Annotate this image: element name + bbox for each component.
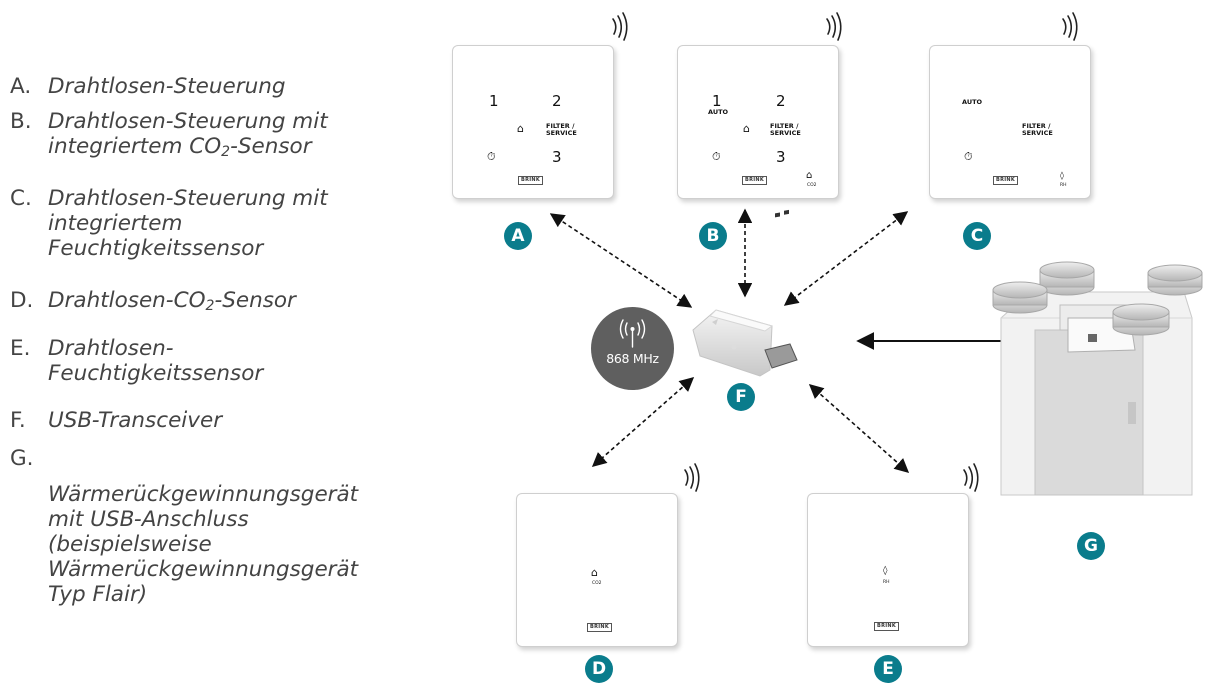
link-a-f: [549, 213, 693, 308]
badge-f: F: [727, 383, 755, 411]
co2-sensor-icon: ⌂: [806, 170, 813, 181]
frequency-label: 868 MHz: [606, 351, 659, 366]
button-2-label: 2: [776, 92, 786, 110]
button-1-label: 1: [489, 92, 499, 110]
legend-letter: G.: [10, 446, 34, 471]
badge-c: C: [963, 222, 991, 250]
legend-letter: B.: [10, 109, 32, 134]
legend-item-e: E. Drahtlosen-Feuchtigkeitssensor: [10, 336, 288, 386]
button-1-label: 1: [712, 92, 722, 110]
legend-text: USB-Transceiver: [48, 408, 223, 433]
humidity-sensor-label: RH: [883, 580, 890, 585]
wireless-co2-sensor-d: ⌂ CO2 BRINK: [516, 493, 678, 647]
co2-sensor-icon: ⌂: [591, 566, 598, 579]
away-icon: ⌂: [517, 122, 524, 135]
legend-letter: F.: [10, 408, 26, 433]
badge-g: G: [1077, 532, 1105, 560]
badge-b: B: [699, 222, 727, 250]
usb-transceiver-image: [692, 209, 798, 377]
wifi-signal-icons: [612, 12, 1078, 492]
subscript: 2: [205, 298, 215, 314]
legend-letter: D.: [10, 288, 34, 313]
wifi-icon: [684, 463, 700, 492]
badge-a: A: [504, 222, 532, 250]
co2-sensor-label: CO2: [592, 581, 602, 586]
legend-text-part: -Sensor: [214, 288, 296, 313]
away-icon: ⌂: [743, 122, 750, 135]
filter-label: FILTER /: [546, 122, 575, 130]
legend-text: Drahtlosen-Steuerung: [48, 74, 286, 99]
button-3-label: 3: [776, 148, 786, 166]
wifi-icon: [826, 12, 842, 41]
heat-recovery-unit-image: [992, 261, 1203, 496]
link-f-d: [591, 377, 695, 467]
legend-text-part: -Sensor: [230, 134, 312, 159]
service-label: SERVICE: [546, 129, 577, 137]
subscript: 2: [221, 144, 231, 160]
legend-item-c: C. Drahtlosen-Steuerung mit integriertem…: [10, 186, 348, 261]
legend-text: Drahtlosen-Feuchtigkeitssensor: [48, 336, 264, 386]
brink-logo: BRINK: [587, 623, 613, 632]
auto-label: AUTO: [962, 98, 983, 106]
brink-logo: BRINK: [518, 176, 544, 185]
antenna-icon: [619, 319, 646, 348]
filter-label: FILTER /: [1022, 122, 1051, 130]
legend-letter: C.: [10, 186, 32, 211]
legend-item-g-text: Wärmerückgewinnungsgerät mit USB-Anschlu…: [48, 482, 393, 607]
badge-e: E: [874, 655, 902, 683]
timer-icon: ⏱: [487, 150, 496, 163]
brink-logo: BRINK: [742, 176, 768, 185]
wireless-control-panel-a: 1 2 3 ⌂ ⏱ FILTER / SERVICE BRINK: [452, 45, 614, 199]
legend-item-g: G.: [10, 446, 48, 471]
timer-icon: ⏱: [964, 150, 973, 163]
humidity-sensor-label: RH: [1060, 183, 1067, 188]
wifi-icon: [963, 463, 979, 492]
auto-label: AUTO: [708, 108, 729, 116]
legend-text-part: Drahtlosen-Steuerung mit integriertem CO: [48, 109, 328, 159]
wifi-icon: [1062, 12, 1078, 41]
link-f-e: [808, 384, 910, 473]
humidity-sensor-icon: ◊: [883, 566, 888, 576]
wireless-control-panel-b: 1 AUTO 2 3 ⌂ ⏱ FILTER / SERVICE BRINK ⌂ …: [677, 45, 839, 199]
frequency-indicator: 868 MHz: [591, 307, 674, 390]
co2-sensor-label: CO2: [807, 183, 817, 188]
wireless-humidity-sensor-e: ◊ RH BRINK: [807, 493, 969, 647]
link-c-f: [783, 211, 909, 306]
service-label: SERVICE: [770, 129, 801, 137]
badge-d: D: [585, 655, 613, 683]
legend-text: Drahtlosen-Steuerung mit integriertem Fe…: [48, 186, 328, 261]
button-3-label: 3: [552, 148, 562, 166]
wireless-links: [549, 208, 910, 473]
legend-item-d: D. Drahtlosen-CO2-Sensor: [10, 288, 296, 319]
legend-text: Drahtlosen-Steuerung mit integriertem CO…: [48, 109, 348, 165]
filter-label: FILTER /: [770, 122, 799, 130]
brink-logo: BRINK: [874, 622, 900, 631]
wifi-icon: [612, 12, 628, 41]
humidity-sensor-icon: ◊: [1060, 171, 1064, 180]
legend-text-part: Drahtlosen-CO: [48, 288, 206, 313]
legend-item-f: F. USB-Transceiver: [10, 408, 222, 433]
brink-logo: BRINK: [993, 176, 1019, 185]
legend-text: Wärmerückgewinnungsgerät mit USB-Anschlu…: [48, 482, 359, 607]
legend-letter: E.: [10, 336, 31, 361]
legend-text: Drahtlosen-CO2-Sensor: [48, 288, 296, 319]
wireless-control-panel-c: AUTO FILTER / SERVICE ⏱ BRINK ◊ RH: [929, 45, 1091, 199]
legend-letter: A.: [10, 74, 32, 99]
timer-icon: ⏱: [712, 150, 721, 163]
legend-item-a: A. Drahtlosen-Steuerung: [10, 74, 285, 99]
service-label: SERVICE: [1022, 129, 1053, 137]
button-2-label: 2: [552, 92, 562, 110]
legend-item-b: B. Drahtlosen-Steuerung mit integriertem…: [10, 109, 348, 165]
